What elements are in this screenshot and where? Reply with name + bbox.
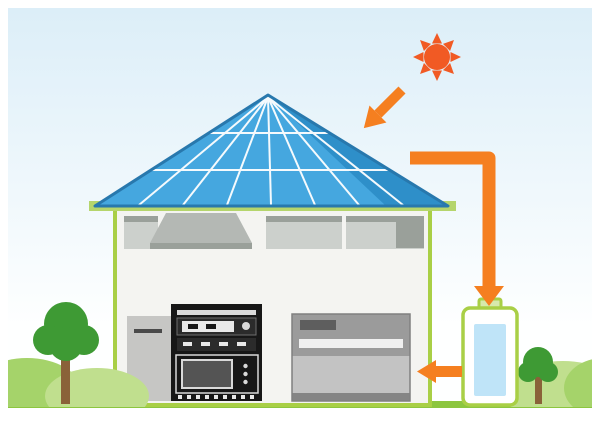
arrow-battery-to-house-icon	[417, 360, 462, 383]
battery-cell	[474, 324, 506, 396]
arrow-shaft	[374, 86, 406, 118]
arrow-head	[363, 105, 387, 129]
appliance-top-trim	[177, 310, 256, 315]
solar-panel-grid	[138, 96, 404, 206]
dishwasher-control	[300, 320, 336, 330]
range-hood	[150, 213, 252, 243]
window-shaded-panel	[396, 217, 424, 248]
tree-trunk	[61, 348, 70, 404]
range-hood-base	[150, 243, 252, 249]
microwave-window	[181, 359, 233, 389]
bush-right-outer	[564, 359, 592, 407]
arrow-shaft	[410, 151, 496, 288]
dishwasher-outline	[291, 313, 411, 402]
tree-crown	[518, 347, 558, 382]
tree-right	[518, 347, 558, 404]
tree-crown	[33, 302, 99, 361]
sun-rays	[413, 33, 461, 81]
tree-left	[33, 302, 99, 404]
window-frame-top	[266, 216, 342, 222]
upper-floor-windows	[124, 213, 424, 249]
button-row-upper	[183, 342, 246, 346]
sun-icon	[413, 33, 461, 81]
button-row-lower	[178, 395, 254, 399]
roof-outline	[93, 93, 450, 208]
dishwasher	[291, 313, 411, 402]
solar-panel-roof	[93, 93, 450, 208]
bush-left-inner	[45, 368, 149, 407]
sun-core	[424, 44, 450, 70]
window-frame-top	[124, 216, 158, 222]
button-strip	[177, 338, 256, 351]
tree-trunk	[535, 376, 542, 404]
storage-battery	[461, 297, 519, 407]
display-tick	[188, 324, 198, 329]
dishwasher-base	[292, 393, 410, 401]
arrow-shaft	[436, 366, 462, 377]
oven-microwave-unit	[171, 304, 262, 401]
arrow-head	[417, 360, 436, 383]
microwave-buttons	[243, 363, 248, 385]
control-knob	[242, 322, 250, 330]
arrow-roof-to-battery-icon	[410, 151, 504, 306]
arrow-sun-to-roof-icon	[363, 86, 406, 129]
kitchen-appliances	[127, 304, 411, 402]
cabinet-handle	[134, 329, 162, 333]
arrow-head	[474, 286, 504, 306]
house	[89, 93, 456, 407]
window-frame-top	[346, 216, 424, 222]
display-tick	[206, 324, 216, 329]
dishwasher-handle-slot	[299, 339, 403, 348]
